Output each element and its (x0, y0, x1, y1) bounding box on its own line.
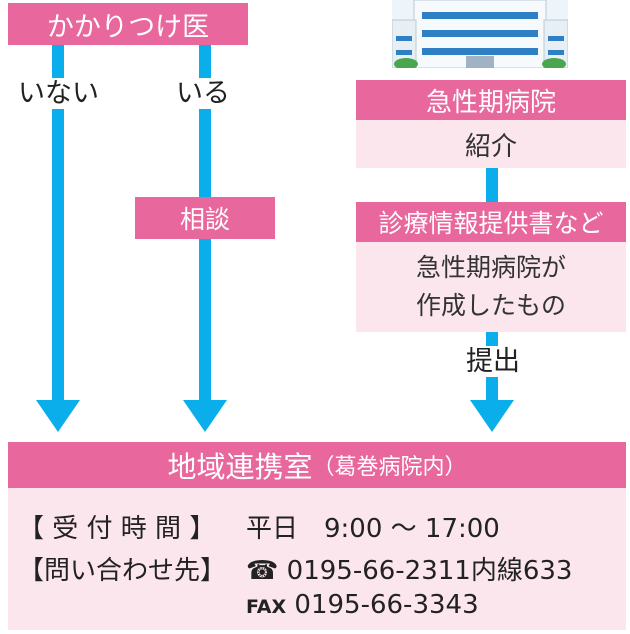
submit-arrow-head (470, 400, 514, 432)
fax-row: FAX 0195-66-3343 (246, 590, 479, 620)
office-subtitle: （葛巻病院内） (312, 455, 467, 480)
family-doctor-title: かかりつけ医 (46, 11, 210, 43)
documents-title: 診療情報提供書など (378, 209, 604, 238)
hours-label: 【 受 付 時 間 】 (18, 514, 216, 544)
has-doctor-label: いる (176, 78, 230, 109)
no-doctor-arrow-shaft (52, 45, 64, 402)
office-title: 地域連携室 (167, 450, 313, 484)
contact-label: 【問い合わせ先】 (18, 556, 227, 586)
consult-label: 相談 (179, 205, 230, 234)
hours-value: 平日 9:00 ～ 17:00 (246, 514, 500, 544)
referral-connector (486, 168, 498, 202)
phone-icon: ☎ (246, 556, 279, 586)
documents-line-2: 作成したもの (415, 291, 566, 320)
phone-row: ☎ 0195-66-2311内線633 (246, 550, 572, 587)
submit-label: 提出 (466, 346, 520, 377)
fax-label: FAX (246, 596, 287, 618)
fax-value: 0195-66-3343 (294, 590, 479, 620)
office-header: 地域連携室 （葛巻病院内） (8, 442, 626, 488)
referral-box: 紹介 (356, 120, 626, 168)
no-doctor-label: いない (18, 78, 99, 109)
no-doctor-arrow-head (36, 400, 80, 432)
referral-label: 紹介 (464, 131, 517, 162)
office-info-panel: 【 受 付 時 間 】 平日 9:00 ～ 17:00 【問い合わせ先】 ☎ 0… (8, 488, 626, 630)
documents-line-1: 急性期病院が (415, 253, 566, 282)
consult-box: 相談 (135, 197, 275, 239)
documents-description-box: 急性期病院が 作成したもの (356, 242, 626, 332)
phone-value: 0195-66-2311内線633 (286, 556, 573, 586)
family-doctor-header: かかりつけ医 (8, 3, 248, 45)
has-doctor-arrow-head (183, 400, 227, 432)
acute-hospital-title: 急性期病院 (425, 87, 556, 118)
hospital-building-icon (392, 0, 568, 68)
acute-hospital-header: 急性期病院 (356, 80, 626, 120)
documents-header: 診療情報提供書など (356, 202, 626, 242)
